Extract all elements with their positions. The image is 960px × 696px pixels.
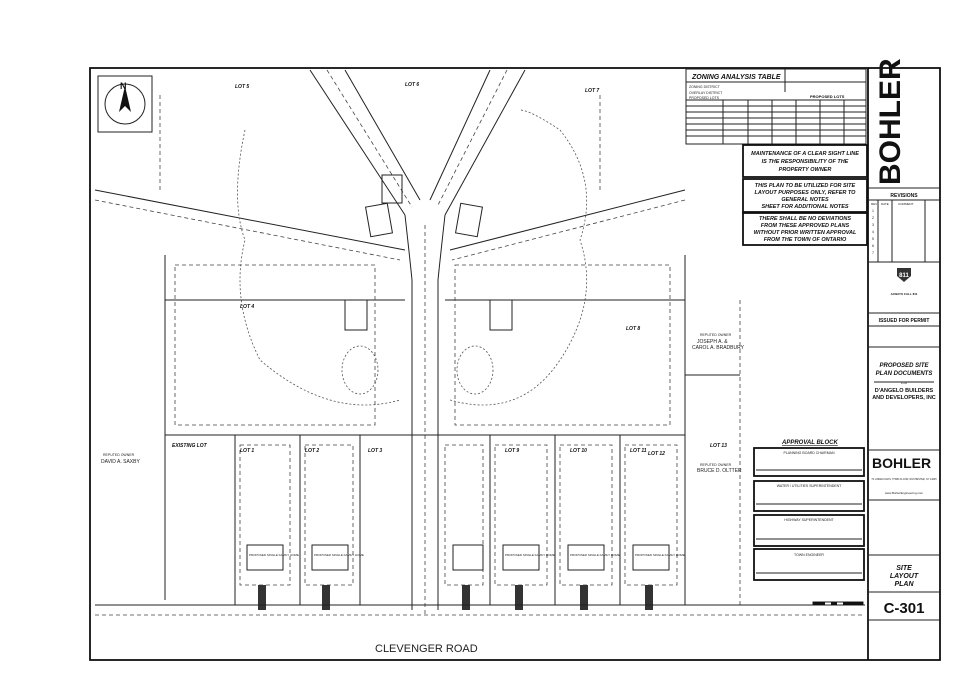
- svg-text:PLAN: PLAN: [894, 581, 914, 588]
- lot-3-label: LOT 3: [368, 448, 382, 454]
- svg-text:2: 2: [872, 216, 874, 220]
- title-block: BOHLER REVISIONS REV DATE COMMENT 1 2 3 …: [868, 58, 940, 621]
- svg-text:TOWN ENGINEER: TOWN ENGINEER: [794, 553, 824, 557]
- lot-1-label: LOT 1: [240, 448, 254, 454]
- owner-oltter: BRUCE D. OLTTER: [697, 468, 742, 474]
- svg-text:6: 6: [872, 244, 874, 248]
- access-roads: [94, 69, 686, 615]
- svg-text:ALWAYS CALL 811: ALWAYS CALL 811: [891, 292, 918, 296]
- svg-text:LAYOUT: LAYOUT: [890, 573, 919, 580]
- svg-text:PROPOSED SINGLE FAMILY HOME: PROPOSED SINGLE FAMILY HOME: [570, 553, 620, 557]
- svg-text:SHEET FOR ADDITIONAL NOTES: SHEET FOR ADDITIONAL NOTES: [761, 204, 848, 210]
- svg-text:PROPOSED SITE: PROPOSED SITE: [879, 363, 929, 369]
- svg-text:LAYOUT PURPOSES ONLY, REFER T: LAYOUT PURPOSES ONLY, REFER TO: [755, 190, 857, 196]
- svg-text:PROPOSED SINGLE FAMILY HOME: PROPOSED SINGLE FAMILY HOME: [314, 553, 364, 557]
- lot-7-label: LOT 7: [585, 88, 599, 94]
- svg-text:OVERLAY DISTRICT: OVERLAY DISTRICT: [689, 91, 723, 95]
- svg-text:GENERAL NOTES: GENERAL NOTES: [781, 197, 829, 203]
- svg-text:PROPOSED SINGLE FAMILY HOME: PROPOSED SINGLE FAMILY HOME: [249, 553, 299, 557]
- svg-text:3: 3: [872, 223, 874, 227]
- svg-text:FOR: FOR: [901, 381, 908, 385]
- owner-bradbury-1: JOSEPH A. &: [697, 339, 728, 345]
- lot-6-label: LOT 6: [405, 82, 419, 88]
- lot-10-label: LOT 10: [570, 448, 587, 454]
- svg-text:PROPERTY OWNER: PROPERTY OWNER: [779, 167, 832, 173]
- call-811-icon: [897, 268, 911, 282]
- svg-text:PROPOSED LOTS: PROPOSED LOTS: [810, 94, 845, 99]
- approval-block: APPROVAL BLOCK PLANNING BOARD CHAIRMAN W…: [753, 440, 865, 581]
- existing-lot-label: EXISTING LOT: [172, 443, 208, 449]
- road-name-label: CLEVENGER ROAD: [375, 643, 478, 655]
- svg-text:APPROVAL BLOCK: APPROVAL BLOCK: [781, 440, 838, 446]
- lot-labels: LOT 5 LOT 6 LOT 7 LOT 4 LOT 8 EXISTING L…: [172, 82, 727, 457]
- svg-text:HIGHWAY SUPERINTENDENT: HIGHWAY SUPERINTENDENT: [784, 518, 834, 522]
- general-notes: MAINTENANCE OF A CLEAR SIGHT LINE IS THE…: [742, 144, 868, 246]
- svg-text:www.BohlerEngineering.com: www.BohlerEngineering.com: [885, 491, 924, 495]
- svg-text:REPUTED OWNER: REPUTED OWNER: [103, 453, 135, 457]
- lot-8-label: LOT 8: [626, 326, 640, 332]
- zoning-analysis-table: ZONING ANALYSIS TABLE ZONING DISTRICT OV…: [685, 68, 867, 145]
- svg-text:WATER / UTILITIES SUPERINTENDE: WATER / UTILITIES SUPERINTENDENT: [777, 484, 842, 488]
- svg-text:ZONING ANALYSIS TABLE: ZONING ANALYSIS TABLE: [691, 74, 781, 81]
- svg-text:REPUTED OWNER: REPUTED OWNER: [700, 333, 732, 337]
- svg-text:SITE: SITE: [896, 565, 912, 572]
- svg-text:BOHLER: BOHLER: [872, 455, 931, 471]
- svg-text:811: 811: [899, 273, 909, 279]
- lot-11-label: LOT 11: [630, 448, 647, 454]
- svg-text:70 LINDEN OAKS, THIRD FLOOR, R: 70 LINDEN OAKS, THIRD FLOOR, ROCHESTER, …: [871, 478, 937, 481]
- svg-text:REV: REV: [871, 202, 877, 206]
- svg-text:IS THE RESPONSIBILITY OF THE: IS THE RESPONSIBILITY OF THE: [762, 159, 849, 165]
- bottom-lot-lines: [95, 300, 865, 616]
- issued-for-permit: ISSUED FOR PERMIT: [879, 318, 930, 324]
- owner-saxby: DAVID A. SAXBY: [101, 459, 140, 465]
- middle-lot-lines: [164, 255, 686, 435]
- svg-text:FROM THESE APPROVED PLANS: FROM THESE APPROVED PLANS: [761, 223, 850, 229]
- svg-text:REPUTED OWNER: REPUTED OWNER: [700, 463, 732, 467]
- sheet-border: [89, 67, 941, 661]
- svg-text:FROM THE TOWN OF ONTARIO: FROM THE TOWN OF ONTARIO: [764, 237, 847, 243]
- svg-text:REVISIONS: REVISIONS: [890, 193, 918, 199]
- svg-text:D'ANGELO BUILDERS: D'ANGELO BUILDERS: [875, 388, 934, 394]
- svg-text:PROPOSED SINGLE FAMILY HOME: PROPOSED SINGLE FAMILY HOME: [635, 553, 685, 557]
- lot-9-label: LOT 9: [505, 448, 519, 454]
- svg-text:4: 4: [872, 230, 874, 234]
- svg-text:5: 5: [872, 237, 874, 241]
- lot-4-label: LOT 4: [240, 304, 254, 310]
- svg-text:DATE: DATE: [881, 202, 889, 206]
- north-arrow-icon: N: [97, 75, 153, 133]
- owner-labels: REPUTED OWNER DAVID A. SAXBY REPUTED OWN…: [101, 333, 745, 474]
- scale-bar: [812, 601, 864, 606]
- svg-text:AND DEVELOPERS, INC: AND DEVELOPERS, INC: [872, 395, 936, 401]
- svg-text:THIS PLAN TO BE UTILIZED FOR S: THIS PLAN TO BE UTILIZED FOR SITE: [755, 183, 856, 189]
- svg-text:COMMENT: COMMENT: [898, 202, 914, 206]
- svg-text:PROPOSED LOTS: PROPOSED LOTS: [689, 96, 720, 100]
- svg-text:PLAN DOCUMENTS: PLAN DOCUMENTS: [876, 371, 933, 377]
- svg-text:WITHOUT PRIOR WRITTEN APPROVAL: WITHOUT PRIOR WRITTEN APPROVAL: [754, 230, 857, 236]
- lot-13-label: LOT 13: [710, 443, 727, 449]
- svg-text:PLANNING BOARD CHAIRMAN: PLANNING BOARD CHAIRMAN: [784, 451, 835, 455]
- bohler-logo: BOHLER: [874, 58, 907, 185]
- tree-line: [237, 109, 588, 406]
- svg-text:THERE SHALL BE NO DEVIATIONS: THERE SHALL BE NO DEVIATIONS: [759, 216, 851, 222]
- svg-text:ZONING DISTRICT: ZONING DISTRICT: [689, 85, 721, 89]
- lot-2-label: LOT 2: [305, 448, 319, 454]
- building-labels: PROPOSED SINGLE FAMILY HOME PROPOSED SIN…: [249, 553, 685, 557]
- owner-bradbury-2: CAROL A. BRADBURY: [692, 345, 745, 351]
- lot-12-label: LOT 12: [648, 451, 665, 457]
- sheet-number: C-301: [884, 600, 925, 617]
- lot-5-label: LOT 5: [235, 84, 249, 90]
- svg-text:MAINTENANCE OF A CLEAR SIGHT L: MAINTENANCE OF A CLEAR SIGHT LINE: [751, 151, 859, 157]
- svg-text:N: N: [120, 81, 127, 91]
- svg-text:1: 1: [872, 209, 874, 213]
- svg-text:PROPOSED SINGLE FAMILY HOME: PROPOSED SINGLE FAMILY HOME: [505, 553, 555, 557]
- svg-text:7: 7: [872, 251, 874, 255]
